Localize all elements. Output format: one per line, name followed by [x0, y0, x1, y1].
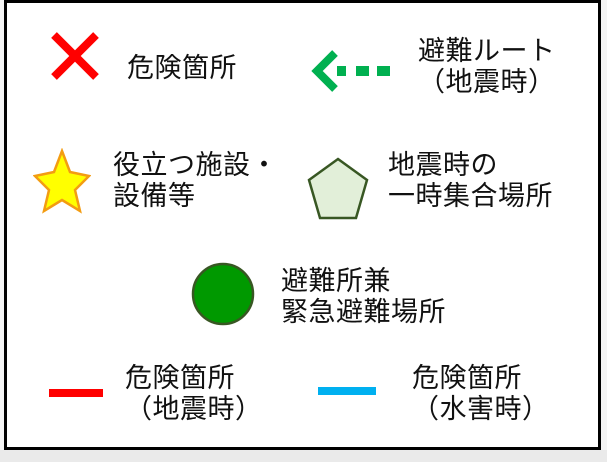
dashed-arrow-icon — [307, 49, 397, 93]
legend-label-assembly-place: 地震時の 一時集合場所 — [388, 150, 553, 212]
green-circle-icon — [190, 261, 256, 327]
map-legend: 危険箇所 避難ルート （地震時） 役立つ施設・ 設備等 地震時の 一時集合場所 — [4, 0, 601, 450]
star-icon — [33, 148, 91, 214]
legend-label-evacuation-route: 避難ルート （地震時） — [418, 36, 556, 98]
cross-icon — [49, 31, 101, 81]
legend-label-useful-facilities: 役立つ施設・ 設備等 — [113, 150, 278, 212]
legend-label-danger-spot: 危険箇所 — [127, 53, 237, 84]
legend-label-danger-earthquake: 危険箇所 （地震時） — [125, 363, 263, 425]
legend-label-shelter: 避難所兼 緊急避難場所 — [281, 266, 446, 328]
legend-label-danger-flood: 危険箇所 （水害時） — [412, 363, 550, 425]
blue-line-icon — [318, 387, 376, 395]
pentagon-icon — [305, 156, 371, 222]
map-background-strip — [0, 450, 607, 462]
red-line-icon — [49, 389, 103, 397]
